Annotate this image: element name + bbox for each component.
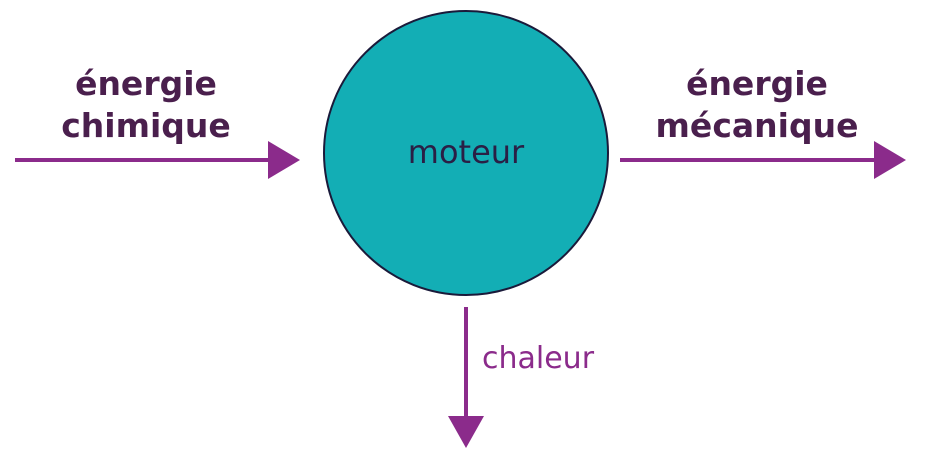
heat-loss-label: chaleur [482,341,595,376]
engine-circle [323,10,609,296]
input-energy-label: énergie chimique [30,63,262,147]
output-energy-line-1: énergie [686,64,828,103]
input-arrow-head [268,141,300,179]
input-energy-line-2: chimique [61,106,231,145]
output-energy-line-2: mécanique [655,106,859,145]
input-energy-line-1: énergie [75,64,217,103]
loss-arrow-head [448,416,484,448]
output-arrow-head [874,141,906,179]
output-energy-label: énergie mécanique [626,63,888,147]
engine-label: moteur [407,133,525,171]
